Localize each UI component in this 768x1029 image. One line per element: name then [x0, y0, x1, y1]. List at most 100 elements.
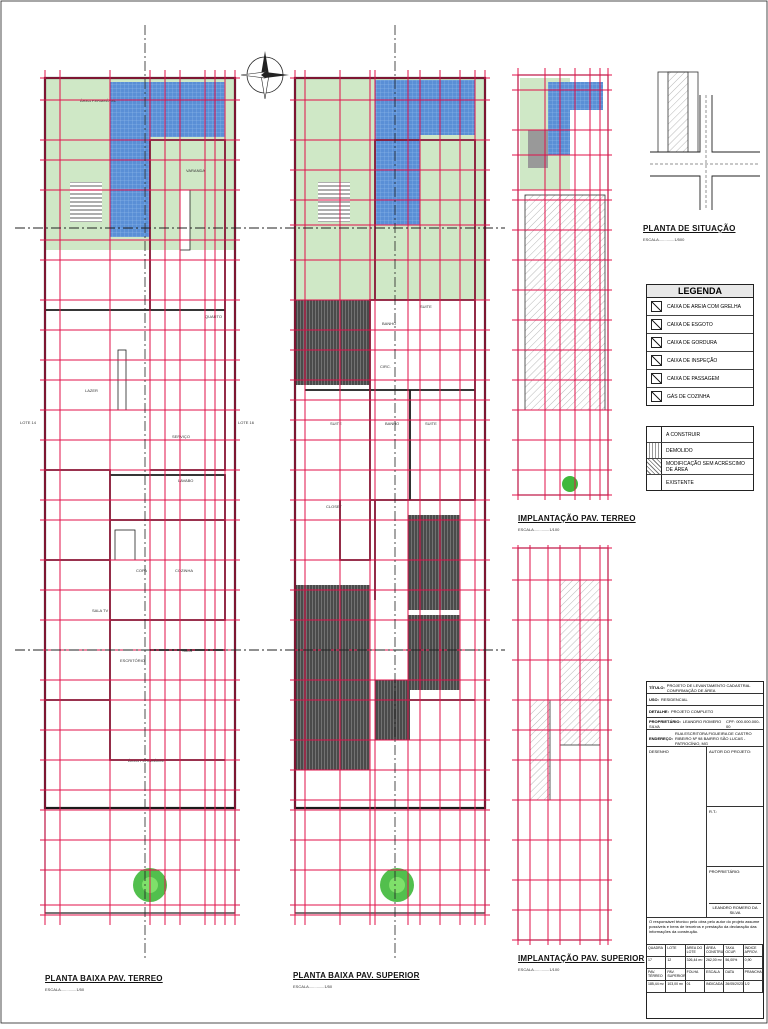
tb-header-cell: ÁREA CONSTRUÍDA: [705, 945, 725, 957]
upper-pool-deck: [375, 80, 475, 135]
tb-value-cell: 12: [666, 957, 686, 969]
roof-tiles: [295, 300, 370, 385]
implant-ground-title: IMPLANTAÇÃO PAV. TERREO: [518, 514, 636, 523]
tb-header-cell: ÁREA DO LOTE: [685, 945, 705, 957]
status-swatch: [647, 427, 662, 442]
ground-floor-scale: ESCALA..............1/50: [45, 987, 85, 992]
tb-right-col: AUTOR DO PROJETO: R.T.: PROPRIETÁRIO: LE…: [707, 747, 763, 917]
implant-pool: [548, 110, 570, 155]
tb-address: ENDEREÇO:RUA ESCRITORA FIGUEIRA DE CASTR…: [647, 730, 763, 747]
room-label: SERVIÇO: [172, 434, 190, 439]
implant-upper-built: [529, 699, 551, 801]
tb-value-cell: 185,44 m²: [647, 981, 667, 993]
legend-item: CAIXA DE GORDURA: [647, 334, 753, 352]
tb-data-table: QUADRA LOTE ÁREA DO LOTE ÁREA CONSTRUÍDA…: [647, 945, 763, 993]
room-label: ESCRITÓRIO: [120, 658, 145, 663]
status-item: EXISTENTE: [647, 475, 753, 490]
box-symbol-icon: [651, 373, 662, 384]
tb-value-cell: 26/05/2023: [724, 981, 744, 993]
implant-upper-caption: IMPLANTAÇÃO PAV. SUPERIOR ESCALA........…: [518, 948, 645, 972]
legend-item-label: CAIXA DE INSPEÇÃO: [667, 357, 718, 364]
tb-use: USO:RESIDENCIAL: [647, 694, 763, 706]
status-label: EXISTENTE: [666, 479, 694, 486]
room-label: BANHO: [382, 321, 396, 326]
tb-value-cell: 17: [647, 957, 667, 969]
situation-streets: [650, 95, 760, 210]
tb-owner-value: LEANDRO ROMERO SILVA: [649, 718, 722, 729]
tb-title-value: PROJETO DE LEVANTAMENTO CADASTRAL CONFIR…: [666, 682, 751, 693]
room-label: SUITE: [425, 421, 437, 426]
situation-scale: ESCALA..............1/500: [643, 237, 685, 242]
implant-upper-title: IMPLANTAÇÃO PAV. SUPERIOR: [518, 954, 645, 963]
legend-box: LEGENDA CAIXA DE AREIA COM GRELHA CAIXA …: [646, 284, 754, 406]
tb-signatures: DESENHO AUTOR DO PROJETO: R.T.: PROPRIET…: [647, 747, 763, 918]
status-label: DEMOLIDO: [666, 447, 693, 454]
room-label: SUITE: [330, 421, 342, 426]
tb-value-cell: INDICADA: [705, 981, 725, 993]
tb-title: TÍTULO:PROJETO DE LEVANTAMENTO CADASTRAL…: [647, 682, 763, 694]
room-label: BANHO: [385, 421, 399, 426]
room-label: CIRC.: [380, 364, 391, 369]
room-label: VARANDA: [186, 168, 205, 173]
legend-item: CAIXA DE PASSAGEM: [647, 370, 753, 388]
dimension-grid-lines: [40, 68, 612, 945]
legend-item: CAIXA DE ESGOTO: [647, 316, 753, 334]
status-swatch: [647, 459, 662, 474]
ground-floor-plan: ÁREA PERMEÁVEL VARANDA QUARTO LAZER SERV…: [20, 76, 255, 914]
legend-item-label: CAIXA DE PASSAGEM: [667, 375, 720, 382]
tb-use-value: RESIDENCIAL: [661, 697, 688, 702]
roof-tiles: [375, 680, 410, 740]
status-item: A CONSTRUIR: [647, 427, 753, 443]
tb-detail-value: PROJETO COMPLETO: [670, 709, 714, 714]
bench: [179, 189, 191, 251]
tb-value-cell: 262,00 m²: [705, 957, 725, 969]
tb-header-cell: ESCALA: [705, 969, 725, 981]
lot-label-left: LOTE 14: [20, 420, 37, 425]
ground-floor-title: PLANTA BAIXA PAV. TERREO: [45, 974, 163, 983]
tb-cpf-value: CPF: 000.000.000-00: [725, 718, 760, 729]
tb-value-cell: 103,00 m²: [666, 981, 686, 993]
legend-item-label: CAIXA DE AREIA COM GRELHA: [667, 303, 741, 310]
situation-title: PLANTA DE SITUAÇÃO: [643, 224, 736, 233]
tb-header-cell: LOTE: [666, 945, 686, 957]
room-label: LAZER: [85, 388, 98, 393]
room-label: LAVABO: [178, 478, 193, 483]
legend-item: CAIXA DE INSPEÇÃO: [647, 352, 753, 370]
status-label: MODIFICAÇÃO SEM ACRÉSCIMO DE ÁREA: [666, 460, 745, 473]
tb-obs-text: O responsável técnico pelo obra pelo aut…: [649, 919, 760, 934]
implant-ground-scale: ESCALA..............1/100: [518, 527, 560, 532]
status-item: DEMOLIDO: [647, 443, 753, 459]
tb-value-cell: 01: [685, 981, 705, 993]
north-arrow-icon: [240, 51, 289, 100]
room-label: SUITE: [420, 304, 432, 309]
implantation-ground: [517, 74, 609, 496]
tb-owner-sign: PROPRIETÁRIO: LEANDRO ROMERO DA SILVA: [707, 867, 763, 917]
tb-header-cell: TAXA OCUP.: [724, 945, 744, 957]
tb-header-cell: PAV. TÉRREO: [647, 969, 667, 981]
tb-header-cell: PRANCHA: [743, 969, 763, 981]
room-label: QUARTO: [205, 314, 222, 319]
pool-deck: [110, 82, 225, 137]
legend-item-label: GÁS DE COZINHA: [667, 393, 710, 400]
tb-obs: O responsável técnico pelo obra pelo aut…: [647, 918, 763, 945]
tb-header-cell: ÍNDICE APROV.: [743, 945, 763, 957]
stair-block: [114, 529, 136, 561]
title-block: TÍTULO:PROJETO DE LEVANTAMENTO CADASTRAL…: [646, 681, 764, 1019]
upper-pool: [375, 135, 420, 225]
legend-item-label: CAIXA DE ESGOTO: [667, 321, 713, 328]
status-swatch: [647, 475, 662, 490]
tb-rt-label: R.T.:: [709, 809, 718, 814]
legend-item: CAIXA DE AREIA COM GRELHA: [647, 298, 753, 316]
box-symbol-icon: [651, 337, 662, 348]
room-label: SALA TV: [92, 608, 108, 613]
tb-value-cell: 1/2: [743, 981, 763, 993]
upper-floor-title: PLANTA BAIXA PAV. SUPERIOR: [293, 971, 420, 980]
situation-lot: [667, 71, 689, 153]
status-swatch: [647, 443, 662, 458]
tb-drawing-label: DESENHO: [649, 749, 669, 754]
tb-owner-sign-label: PROPRIETÁRIO:: [709, 869, 741, 874]
room-label: COZINHA: [175, 568, 193, 573]
